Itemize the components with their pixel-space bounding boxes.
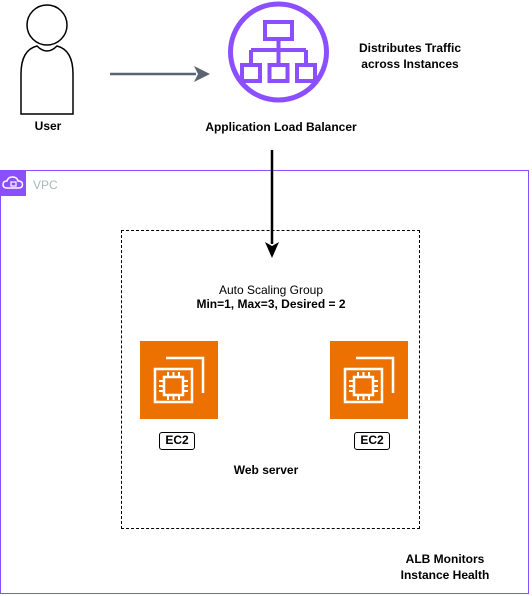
monitor-note-line1: ALB Monitors	[405, 552, 485, 566]
ec2-instance-icon	[140, 341, 218, 419]
ec2-badge-left: EC2	[159, 432, 195, 450]
auto-scaling-group-boundary	[121, 230, 420, 529]
user-label: User	[34, 119, 62, 133]
load-balancer-icon	[228, 1, 329, 103]
ec2-instance-icon	[330, 341, 408, 419]
ec2-badge-right: EC2	[354, 432, 390, 450]
alb-note-line2: across Instances	[361, 57, 459, 71]
edge-user-to-alb	[110, 66, 210, 82]
asg-line1: Auto Scaling Group	[218, 283, 324, 297]
monitor-note-line2: Instance Health	[400, 568, 490, 582]
alb-note-line1: Distributes Traffic	[358, 41, 462, 55]
vpc-label: VPC	[33, 178, 58, 192]
asg-line2: Min=1, Max=3, Desired = 2	[196, 297, 346, 311]
user-icon	[20, 4, 74, 115]
alb-label: Application Load Balancer	[205, 120, 357, 134]
vpc-cloud-icon	[0, 170, 26, 196]
web-server-label: Web server	[233, 463, 299, 477]
vpc-boundary	[0, 170, 529, 594]
edge-alb-to-asg	[265, 150, 279, 258]
